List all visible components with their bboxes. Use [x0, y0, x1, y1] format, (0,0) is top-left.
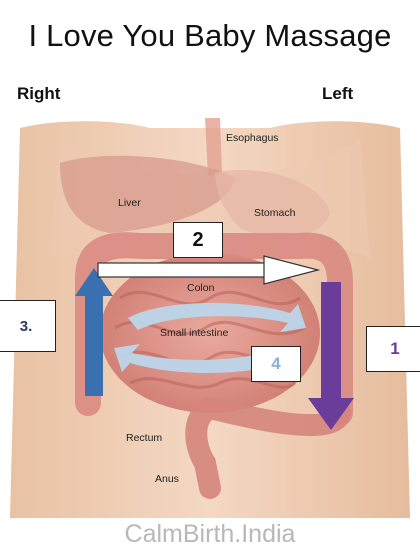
step-2-arrow: [97, 255, 321, 285]
step-1-arrow: [308, 282, 354, 430]
stomach-label: Stomach: [254, 207, 296, 219]
side-label-left: Left: [322, 84, 354, 103]
colon-label: Colon: [187, 282, 215, 294]
anus-label: Anus: [155, 473, 179, 485]
step-1-box: 1: [366, 326, 420, 372]
liver-label: Liver: [118, 197, 141, 209]
esophagus-shape: [205, 118, 222, 176]
rectum-label: Rectum: [126, 432, 163, 444]
watermark-footer: CalmBirth.India: [124, 520, 296, 548]
step-3-box: 3.: [0, 300, 56, 352]
small-intestine-label: Small intestine: [160, 327, 229, 339]
colon-shape: [75, 232, 353, 426]
abdomen-diagram: [10, 118, 410, 518]
liver-shape: [60, 155, 235, 233]
page-title: I Love You Baby Massage: [28, 18, 392, 53]
side-label-right: Right: [17, 84, 61, 103]
rectum-shape: [185, 396, 351, 499]
esophagus-label: Esophagus: [226, 132, 279, 144]
stomach-shape: [215, 169, 330, 238]
step-4-arrows: [114, 302, 306, 374]
step-3-arrow: [75, 268, 113, 396]
step-4-box: 4: [251, 346, 301, 382]
step-2-box: 2: [173, 222, 223, 258]
